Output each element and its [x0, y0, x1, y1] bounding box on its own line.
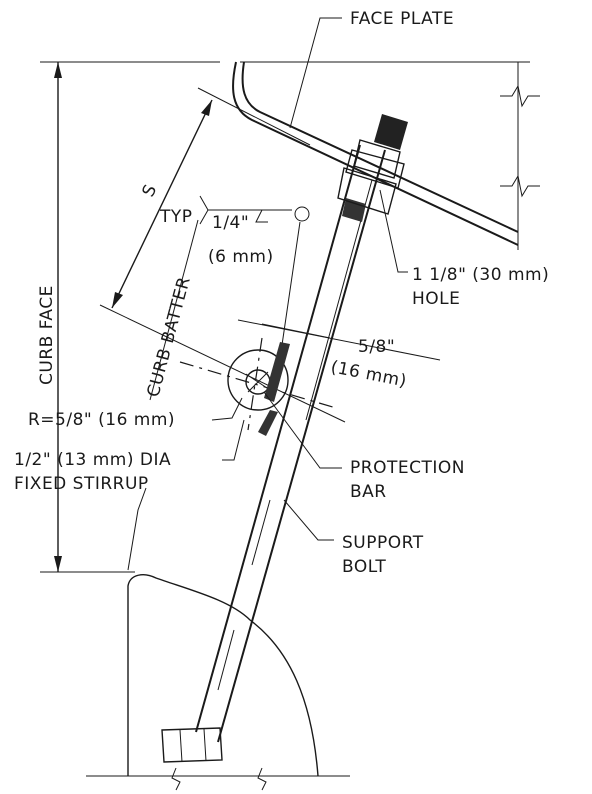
support-label: SUPPORT [342, 533, 424, 553]
radius-leader [211, 397, 243, 421]
weld-symbol [199, 195, 310, 346]
support-bolt [195, 144, 386, 743]
curb-face-dimension [40, 61, 220, 573]
curb-batter-label: CURB BATTER [144, 275, 195, 400]
face-plate-leader [289, 17, 342, 129]
top-reference-line [240, 61, 540, 250]
face-plate [232, 61, 519, 246]
weld-typ-label: TYP [159, 207, 193, 227]
weld-size-mm-label: (6 mm) [208, 247, 274, 267]
hole-label: HOLE [412, 289, 460, 309]
bar-label: BAR [350, 482, 387, 502]
offset-dimension [237, 319, 441, 361]
curb-block [86, 574, 350, 791]
protection-label: PROTECTION [350, 458, 465, 478]
hole-leader [379, 189, 408, 273]
protection-bar [179, 337, 337, 436]
bolt-label: BOLT [342, 557, 386, 577]
top-nuts [337, 139, 405, 215]
curb-batter-line [149, 219, 199, 401]
weld-size-label: 1/4" [212, 213, 249, 233]
fixed-stirrup-label: FIXED STIRRUP [14, 474, 149, 494]
face-plate-label: FACE PLATE [350, 9, 454, 29]
curb-face-label: CURB FACE [37, 285, 57, 385]
hole-size-label: 1 1/8" (30 mm) [412, 265, 549, 285]
s-label: S [139, 181, 162, 200]
offset-mm-label: (16 mm) [329, 357, 408, 391]
protection-bar-leader [263, 391, 342, 469]
support-bolt-leader [283, 499, 334, 541]
offset-label: 5/8" [358, 337, 395, 357]
bolt-threads [342, 114, 408, 222]
stirrup-leader [222, 419, 245, 461]
bottom-nut [161, 727, 223, 763]
stirrup-dia-label: 1/2" (13 mm) DIA [14, 450, 171, 470]
radius-label: R=5/8" (16 mm) [28, 410, 175, 430]
s-dimension [99, 87, 346, 423]
fixed-stirrup-leader [127, 487, 147, 571]
